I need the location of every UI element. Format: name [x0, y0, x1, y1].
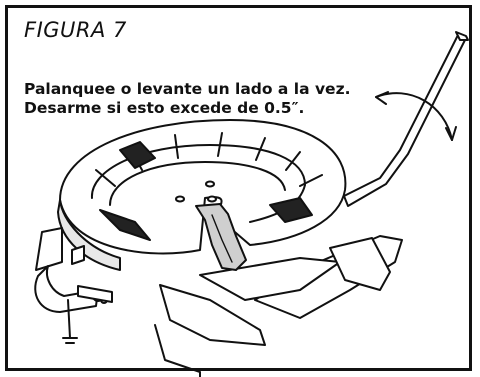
- rotation-arrow-icon: [375, 91, 457, 141]
- hitch-base: [159, 235, 403, 346]
- instruction-text: Palanquee o levante un lado a la vez. De…: [24, 80, 350, 118]
- hitch-plate: [57, 119, 347, 271]
- instruction-line-2: Desarme si esto excede de 0.5″.: [24, 99, 305, 117]
- instruction-line-1: Palanquee o levante un lado a la vez.: [24, 80, 351, 98]
- figure-title: FIGURA 7: [24, 18, 127, 42]
- c-clamp-illustration: [34, 227, 113, 344]
- pry-bar-illustration: [343, 31, 469, 207]
